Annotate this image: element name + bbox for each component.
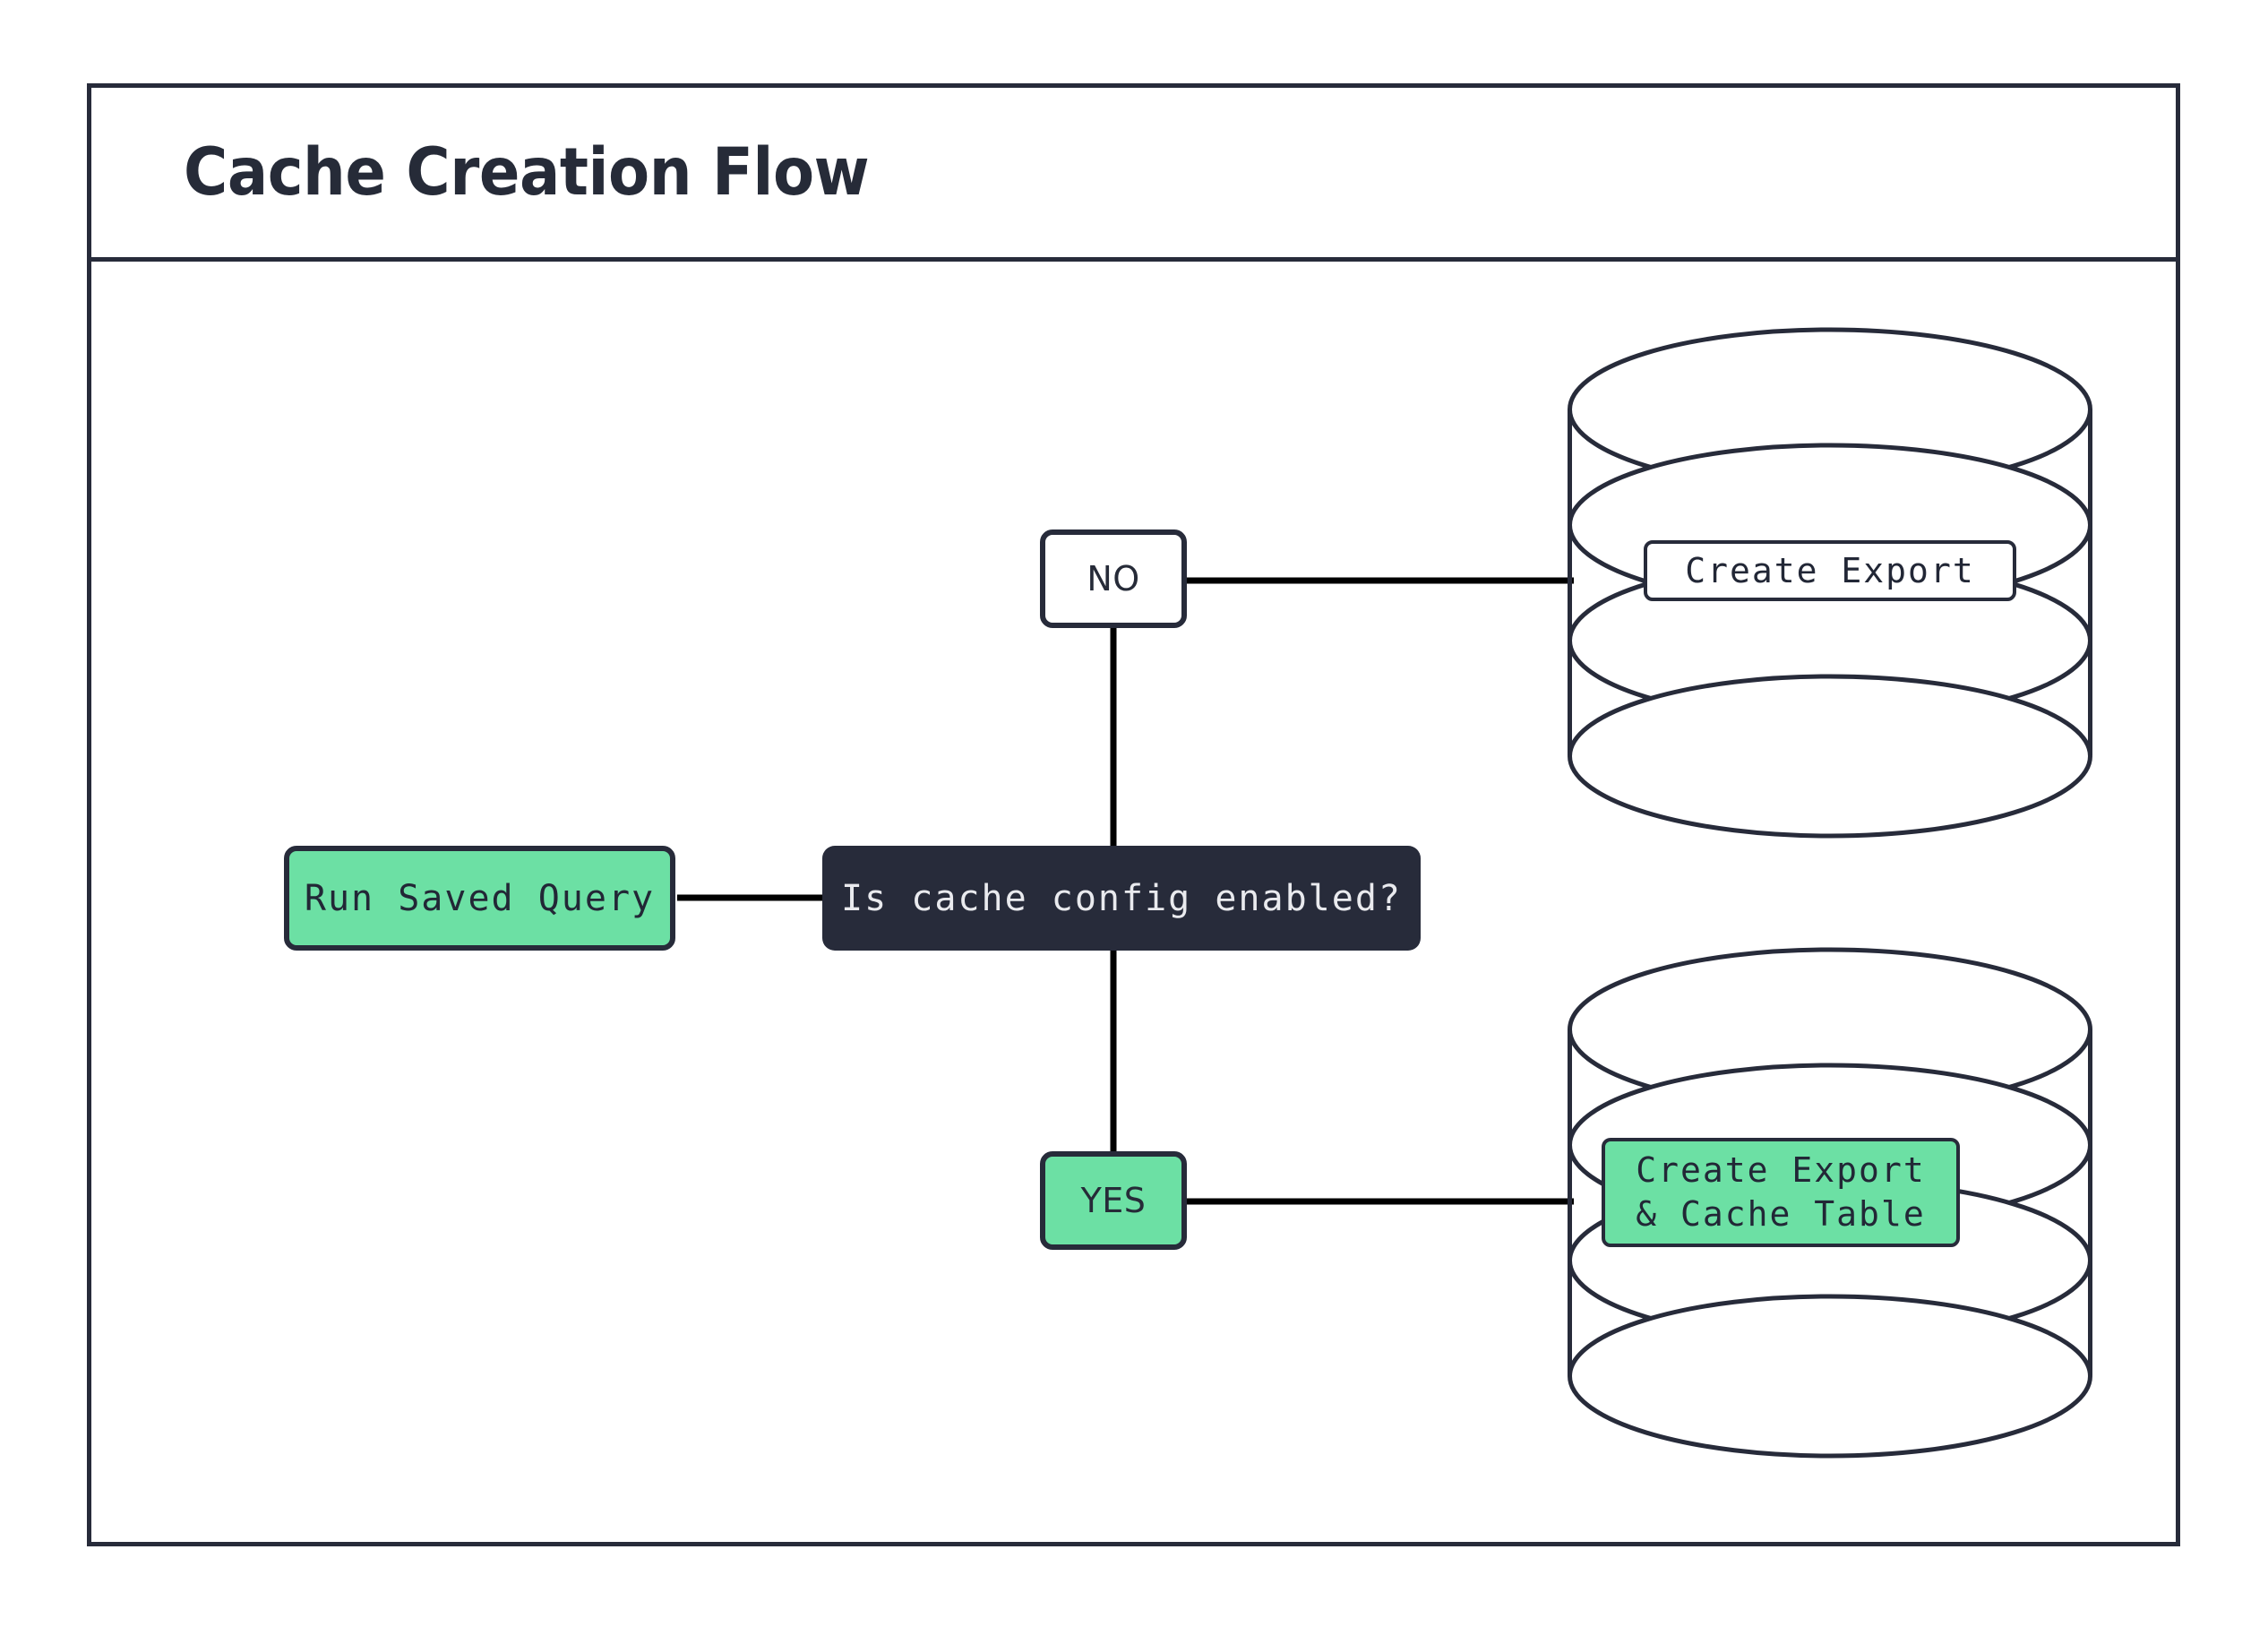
edge-label-yes-text: YES (1080, 1181, 1147, 1220)
database-cylinder-bottom-label: Create Export & Cache Table (1602, 1138, 1960, 1247)
node-decision-label: Is cache config enabled? (841, 877, 1402, 919)
database-cylinder-top-label-text: Create Export (1685, 550, 1975, 590)
node-run-saved-query-label: Run Saved Query (304, 877, 656, 919)
node-run-saved-query[interactable]: Run Saved Query (284, 846, 675, 951)
database-cylinder-bottom-label-line2: & Cache Table (1636, 1194, 1926, 1234)
edge-label-no-text: NO (1087, 559, 1140, 598)
database-cylinder-top[interactable]: Create Export (1568, 327, 2092, 839)
diagram-header: Cache Creation Flow (91, 88, 2176, 262)
database-cylinder-bottom-label-line1: Create Export (1636, 1150, 1926, 1191)
edge-label-no[interactable]: NO (1040, 529, 1187, 628)
edge-label-yes[interactable]: YES (1040, 1151, 1187, 1250)
database-cylinder-bottom[interactable]: Create Export & Cache Table (1568, 947, 2092, 1459)
page-title: Cache Creation Flow (184, 134, 870, 211)
database-cylinder-bottom-shape (1568, 947, 2092, 1459)
database-cylinder-top-label: Create Export (1644, 540, 2016, 601)
node-decision-cache-config[interactable]: Is cache config enabled? (822, 846, 1421, 951)
